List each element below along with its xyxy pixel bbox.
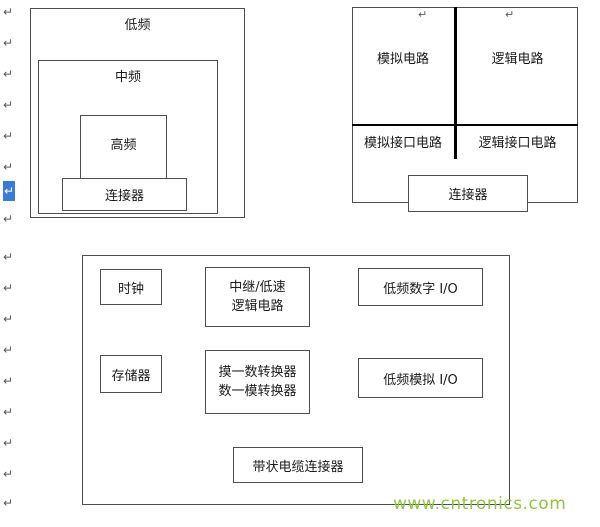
ribbon-connector-box: 带状电缆连接器 [233,447,363,483]
analog-io-box: 低频模拟 I/O [358,358,483,398]
paragraph-mark-icon: ↵ [3,374,14,388]
paragraph-mark-icon: ↵ [3,160,14,174]
paragraph-mark-icon: ↵ [418,8,428,21]
relay-logic-box: 中继/低速 逻辑电路 [205,267,310,327]
paragraph-mark-icon: ↵ [3,184,15,198]
logic-interface-label: 逻辑接口电路 [478,136,557,151]
paragraph-mark-icon: ↵ [3,467,14,481]
paragraph-mark-icon: ↵ [3,312,14,326]
connector-box-nested: 连接器 [62,178,187,211]
paragraph-mark-icon: ↵ [3,343,14,357]
mid-freq-rect: 中频 [38,60,218,214]
relay-logic-label-line1: 中继/低速 [229,279,286,295]
paragraph-mark-icon: ↵ [3,5,14,19]
digital-io-label: 低频数字 I/O [383,281,458,297]
relay-logic-label-line2: 逻辑电路 [231,299,284,314]
clock-box: 时钟 [100,269,162,305]
paragraph-mark-icon: ↵ [3,250,14,264]
logic-circuit-label: 逻辑电路 [491,52,544,67]
converter-box: 摸一数转换器 数一模转换器 [205,350,310,414]
quadrant-rect [352,7,578,203]
quadrant-horizontal-divider [352,124,578,126]
paragraph-mark-icon: ↵ [3,67,14,81]
paragraph-mark-icon: ↵ [3,36,14,50]
high-freq-label: 高频 [110,138,137,153]
low-freq-rect: 低频 [30,8,245,218]
paragraph-mark-icon: ↵ [3,98,14,112]
memory-label: 存储器 [111,368,151,384]
analog-interface-label: 模拟接口电路 [363,136,442,151]
paragraph-mark-icon: ↵ [3,129,14,143]
board-rect [82,255,510,505]
clock-label: 时钟 [117,281,144,297]
selection-highlight: ↵ [3,181,15,201]
paragraph-mark-icon: ↵ [3,496,14,510]
connector-label: 连接器 [448,188,488,203]
paragraph-mark-icon: ↵ [3,212,14,226]
analog-io-label: 低频模拟 I/O [383,372,458,388]
low-freq-label: 低频 [124,18,151,33]
analog-circuit-label: 模拟电路 [376,52,429,67]
connector-label: 连接器 [104,189,144,204]
mid-freq-label: 中频 [114,70,141,85]
paragraph-mark-icon: ↵ [3,436,14,450]
paragraph-mark-icon: ↵ [3,281,14,295]
watermark-text: www.cntronics.com [393,494,567,514]
ribbon-connector-label: 带状电缆连接器 [252,459,344,475]
digital-io-box: 低频数字 I/O [358,268,483,306]
adc-label: 摸一数转换器 [218,364,297,380]
paragraph-mark-icon: ↵ [505,8,515,21]
paragraph-mark-icon: ↵ [3,405,14,419]
quadrant-vertical-divider [454,7,457,159]
memory-box: 存储器 [100,355,162,393]
connector-box-quadrant: 连接器 [408,175,528,212]
dac-label: 数一模转换器 [218,384,297,399]
